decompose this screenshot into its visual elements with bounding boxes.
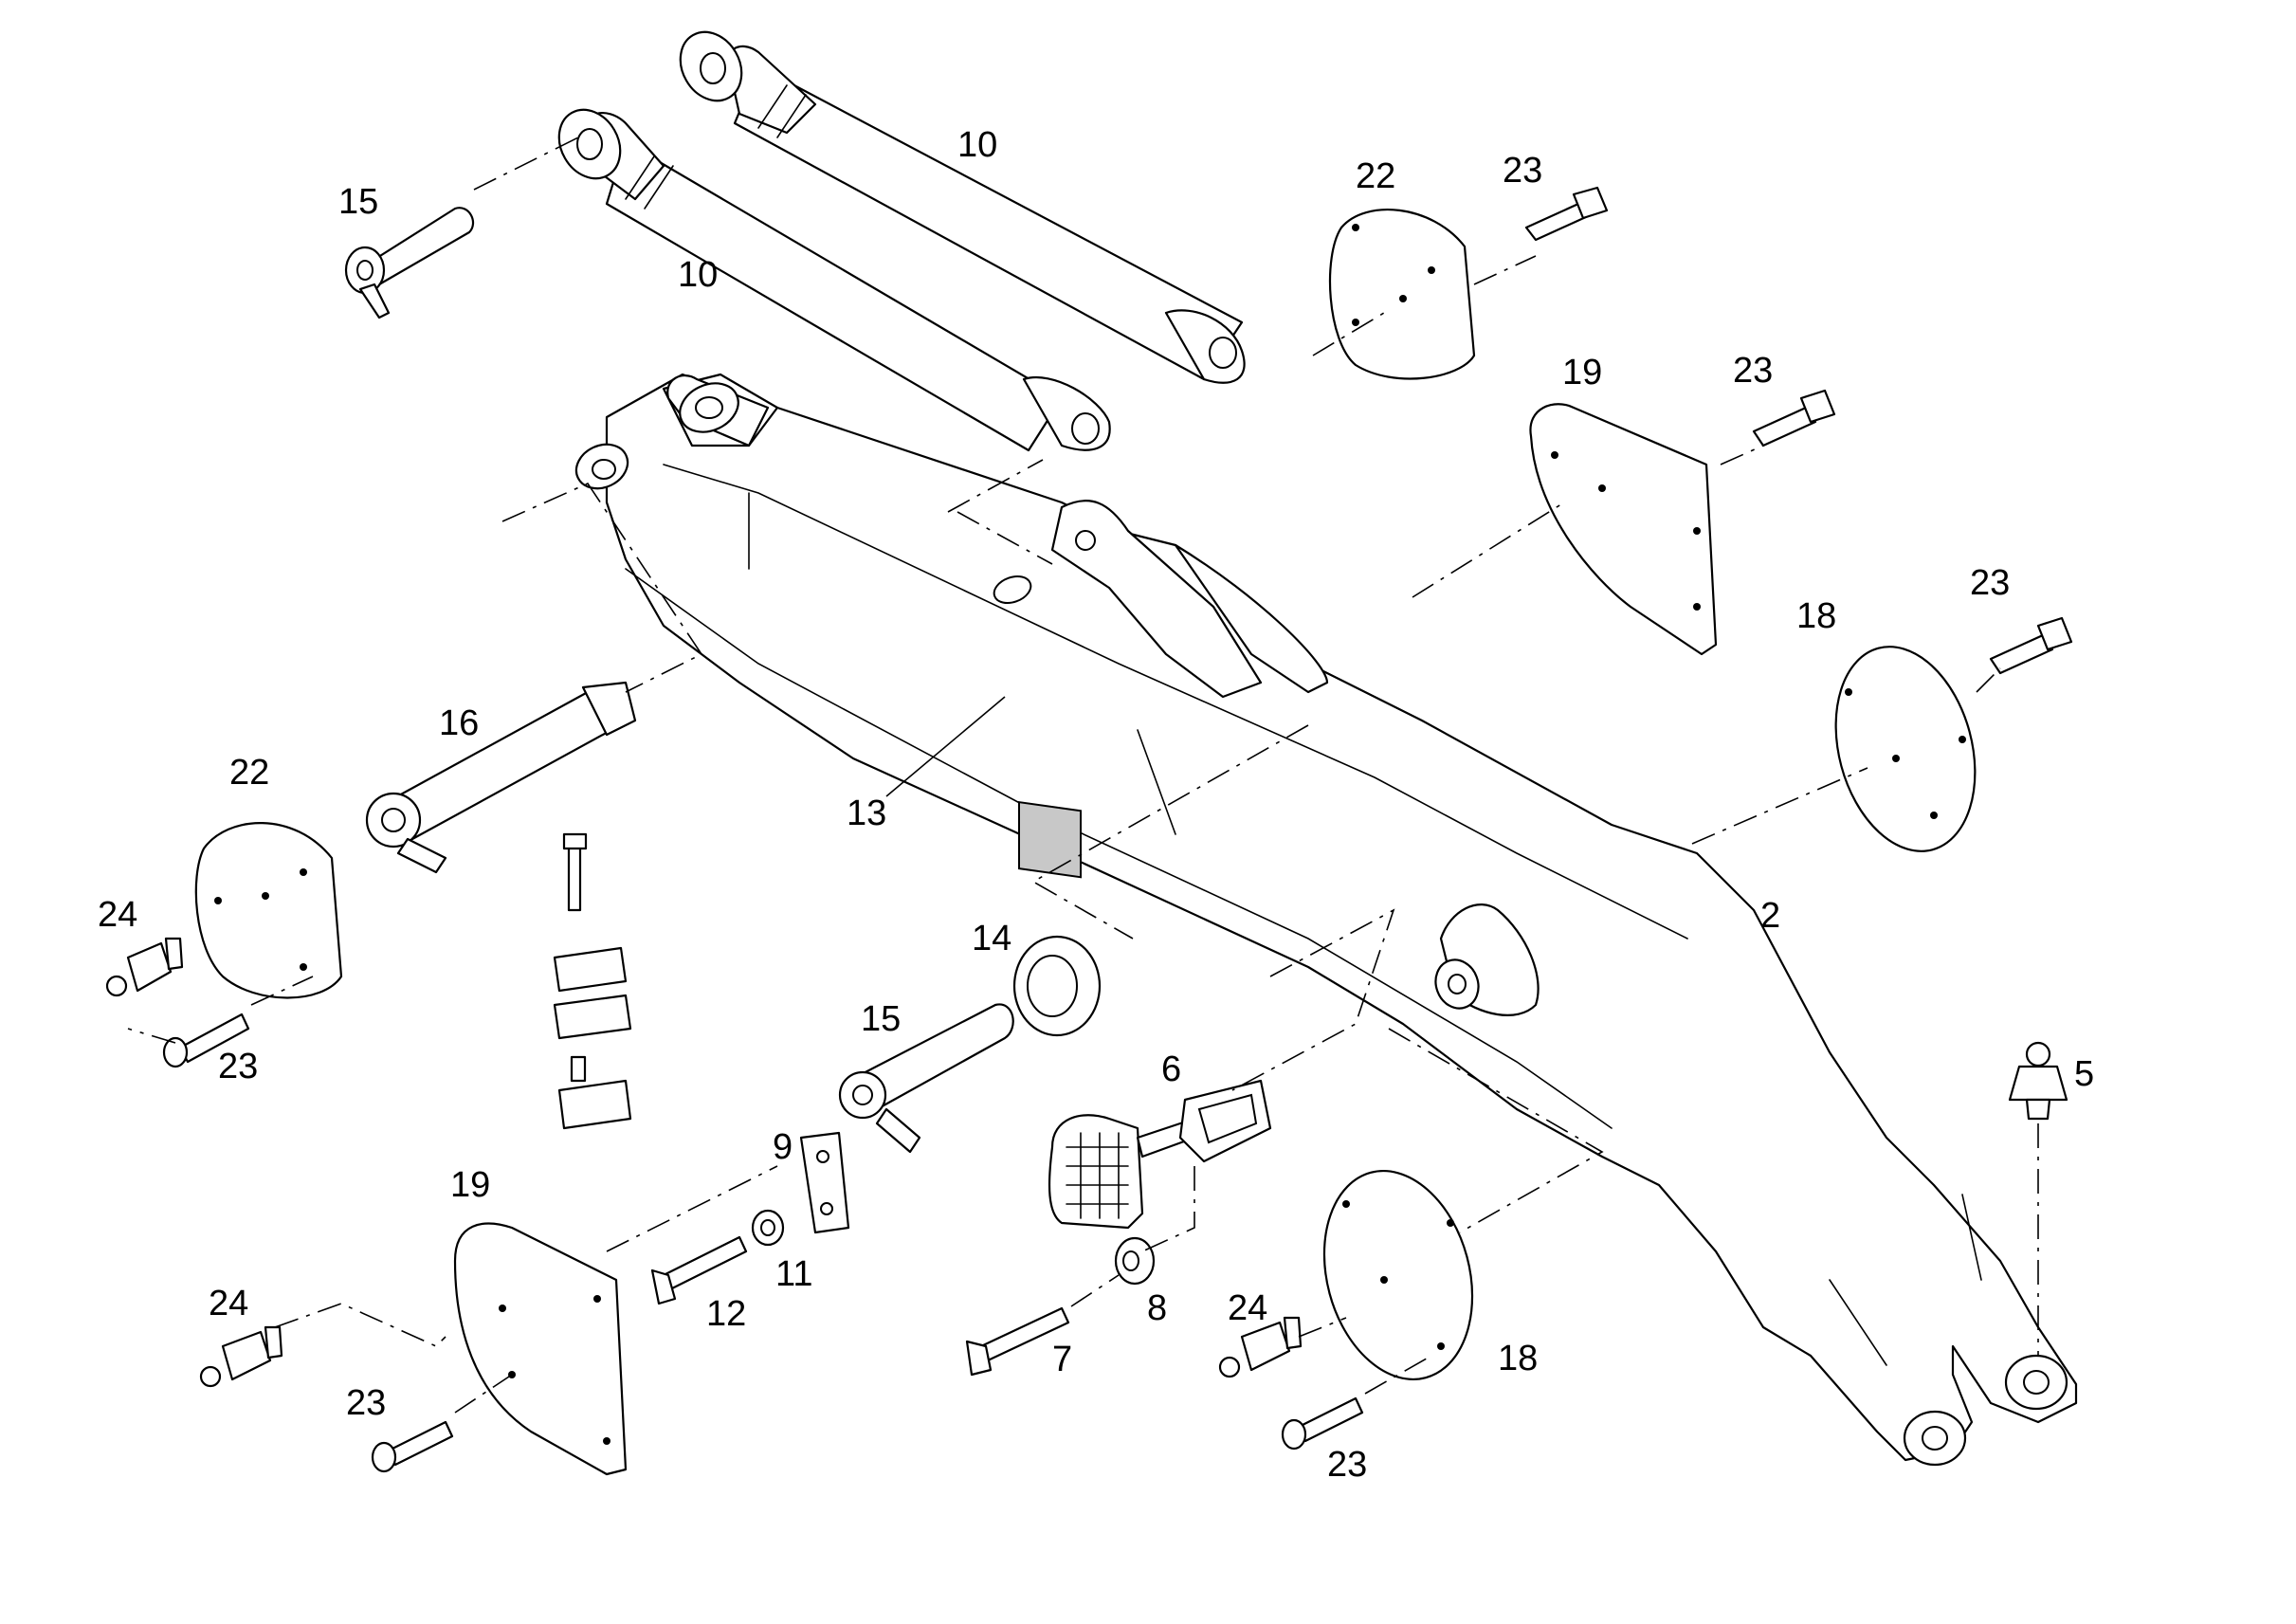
callout-24-a: 24 — [98, 895, 137, 935]
callout-18-right: 18 — [1796, 596, 1836, 636]
callout-23-f: 23 — [1327, 1445, 1367, 1485]
callout-15-mid: 15 — [861, 999, 901, 1039]
clamp-assembly — [553, 832, 632, 1130]
callout-24-c: 24 — [1228, 1288, 1267, 1328]
grease-nipple-24-a — [105, 937, 184, 997]
plate-9 — [799, 1131, 850, 1234]
bolt-23-a — [1524, 186, 1609, 242]
callout-7: 7 — [1052, 1340, 1072, 1379]
callout-23-b: 23 — [1733, 351, 1773, 391]
assembly-leader-lines — [127, 137, 2039, 1414]
bolt-23-e — [371, 1420, 454, 1473]
cover-cap-22-top — [1328, 209, 1476, 380]
callout-10-lower: 10 — [678, 255, 718, 295]
bushing — [1012, 935, 1102, 1037]
grease-nipple-5 — [2008, 1041, 2068, 1121]
pivot-pin-15 — [838, 1003, 1014, 1154]
callout-18-bottom: 18 — [1498, 1339, 1538, 1378]
callout-15-top: 15 — [338, 182, 378, 222]
cover-cap-22-left — [194, 822, 343, 999]
pivot-pin-top — [344, 207, 475, 319]
callout-23-c: 23 — [1970, 563, 2010, 603]
callout-13: 13 — [847, 794, 886, 833]
hydraulic-cylinder-upper — [679, 30, 1246, 384]
callout-9: 9 — [773, 1127, 793, 1167]
callout-11: 11 — [775, 1254, 812, 1294]
bolt-23-d — [162, 1013, 250, 1068]
callout-23-e: 23 — [346, 1383, 386, 1423]
callout-10-upper: 10 — [957, 125, 997, 165]
pivot-pin-16 — [365, 681, 637, 874]
bolt-7 — [965, 1306, 1070, 1377]
callout-8: 8 — [1147, 1288, 1167, 1328]
spacer-8 — [1114, 1236, 1156, 1286]
boom-arm — [574, 373, 2078, 1467]
washer-11 — [751, 1209, 785, 1247]
callout-16: 16 — [439, 703, 479, 743]
callout-19-left: 19 — [450, 1165, 490, 1205]
callout-2: 2 — [1760, 896, 1780, 936]
callout-23-d: 23 — [218, 1047, 258, 1086]
callout-5: 5 — [2074, 1054, 2094, 1094]
callout-labels: 10 10 15 22 23 19 23 23 18 16 22 13 24 2… — [98, 125, 2094, 1485]
bolt-23-b — [1752, 389, 1836, 447]
bolt-23-f — [1281, 1396, 1364, 1451]
callout-24-b: 24 — [209, 1284, 248, 1323]
callout-6: 6 — [1161, 1049, 1181, 1089]
callout-22-left: 22 — [229, 753, 269, 793]
grease-nipple-24-c — [1218, 1316, 1303, 1378]
cover-plate-19-top — [1529, 403, 1718, 656]
cover-disc-18-bottom — [1322, 1169, 1474, 1381]
bolt-12 — [650, 1235, 748, 1305]
callout-19-top: 19 — [1562, 353, 1602, 392]
cover-disc-18-right — [1834, 646, 1977, 852]
callout-14: 14 — [972, 919, 1011, 958]
grease-nipple-24-b — [199, 1325, 283, 1388]
bolt-23-c — [1989, 616, 2073, 675]
hydraulic-cylinder-lower — [557, 108, 1111, 452]
foot-step — [1048, 1079, 1272, 1230]
callout-12: 12 — [706, 1294, 746, 1334]
callout-22-top: 22 — [1356, 156, 1395, 196]
cover-plate-19-left — [453, 1222, 628, 1476]
label-plate — [1018, 800, 1082, 879]
callout-23-a: 23 — [1503, 151, 1542, 191]
